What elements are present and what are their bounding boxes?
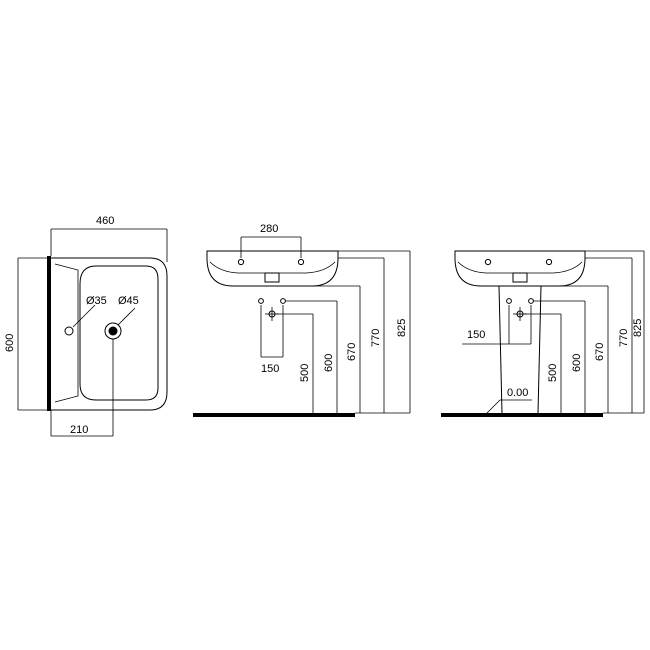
- tap-spacing-label: 280: [260, 223, 278, 235]
- dim-500: 500: [299, 364, 311, 382]
- deck-line: [54, 263, 79, 403]
- dim-500: 500: [547, 364, 559, 382]
- dim-600: 600: [323, 354, 335, 372]
- pedestal-view: 150 0.00 500 600 670 770 825: [441, 250, 645, 417]
- bowl-curve: [457, 261, 583, 274]
- bowl-curve: [209, 261, 336, 274]
- basin-outline: [51, 257, 168, 411]
- leader-large: [117, 307, 136, 326]
- tap-hole-left: [484, 258, 492, 266]
- tap-hole-right: [297, 258, 305, 266]
- depth-label: 600: [4, 334, 16, 352]
- width-label: 460: [96, 215, 114, 227]
- bracket-right: [280, 298, 286, 304]
- dim-770: 770: [370, 329, 382, 347]
- tap-hole-left: [237, 258, 245, 266]
- top-view: Ø35 Ø45 460 600 210: [4, 215, 168, 437]
- floor-label: 0.00: [507, 387, 528, 399]
- waste-hole-inner: [108, 326, 118, 336]
- bracket-spacing-label: 150: [467, 329, 485, 341]
- bracket-left: [258, 298, 264, 304]
- bowl-outline: [79, 265, 159, 401]
- hole-large-label: Ø45: [118, 295, 139, 307]
- basin-front: [206, 250, 339, 287]
- dim-600: 600: [571, 354, 583, 372]
- waste-outlet: [264, 272, 280, 283]
- dim-825: 825: [632, 319, 644, 337]
- offset-label: 210: [70, 424, 88, 436]
- dim-770: 770: [618, 329, 630, 347]
- bracket-left: [506, 298, 512, 304]
- hole-small-label: Ø35: [86, 295, 107, 307]
- bracket-spacing-label: 150: [261, 363, 279, 375]
- pedestal: [498, 285, 542, 414]
- floor: [193, 413, 355, 417]
- dim-825: 825: [396, 319, 408, 337]
- waste-outlet: [512, 272, 528, 283]
- basin-front: [454, 250, 586, 287]
- tap-hole: [64, 326, 74, 336]
- bracket-right: [528, 298, 534, 304]
- wall-hung-view: 280 150 500 600 670 770 825: [193, 223, 411, 417]
- wall-line: [47, 256, 51, 411]
- floor: [441, 413, 603, 417]
- dim-670: 670: [346, 343, 358, 361]
- tap-hole-right: [545, 258, 553, 266]
- leader-small: [72, 304, 96, 328]
- dim-670: 670: [594, 343, 606, 361]
